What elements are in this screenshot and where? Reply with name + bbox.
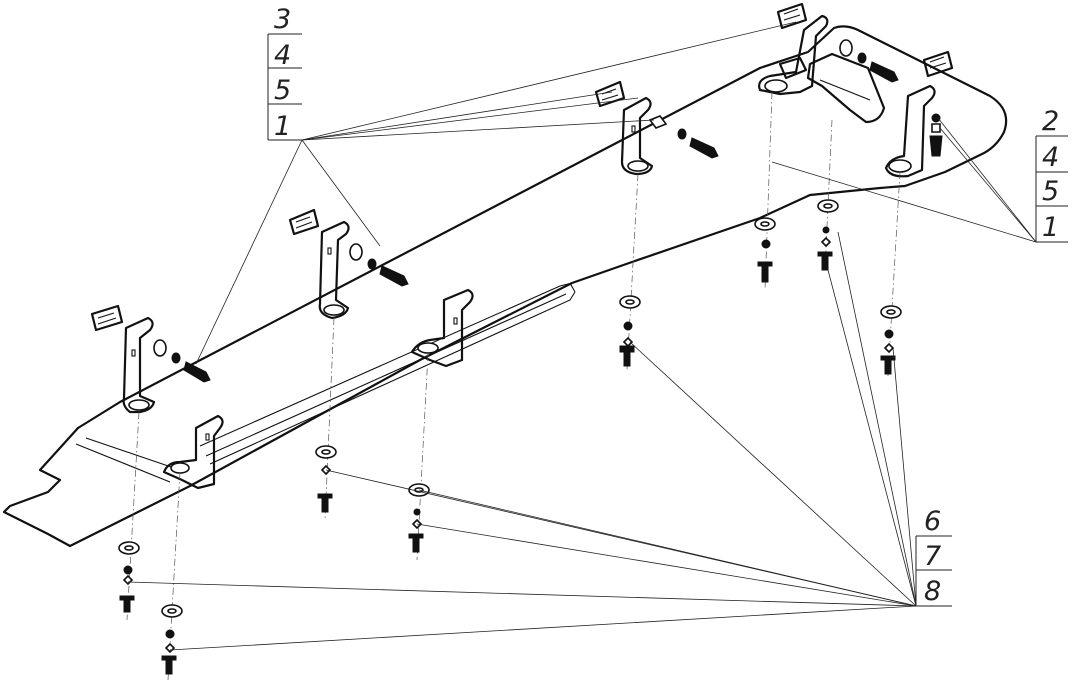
- bolt-set-4: [839, 39, 899, 83]
- callout-label: 4: [274, 40, 291, 71]
- callout-label: 5: [1042, 176, 1059, 207]
- bracket-left-rear: [122, 316, 156, 414]
- bracket-mid-front: [410, 288, 474, 368]
- callout-label: 1: [274, 111, 291, 142]
- callout-label: 8: [924, 576, 941, 607]
- callout-label: 3: [274, 4, 291, 35]
- bracket-top-right-2: [806, 52, 886, 124]
- leader-lines-bottom: [127, 231, 917, 651]
- callout-label: 1: [1042, 212, 1059, 243]
- bracket-left-front: [162, 414, 224, 490]
- bolt-set-1: [153, 339, 211, 383]
- skid-plate: [2, 25, 1008, 548]
- fastener-stack-8: [880, 305, 902, 375]
- clip-plate-5: [922, 50, 954, 78]
- callout-label: 7: [924, 541, 941, 572]
- callout-label: 4: [1042, 142, 1059, 173]
- callout-stack-left: 3 4 5 1: [267, 4, 302, 142]
- clip-plate-2: [288, 208, 320, 236]
- assembly-axes: [126, 91, 901, 681]
- callout-label: 2: [1042, 106, 1059, 137]
- clip-plate-4: [776, 2, 808, 30]
- bracket-top-right-3: [884, 84, 936, 178]
- callout-label: 6: [924, 506, 941, 537]
- bolt-set-2: [349, 243, 409, 287]
- fastener-stack-1: [118, 541, 140, 613]
- fastener-stack-3: [315, 445, 337, 513]
- clip-plate-1: [90, 304, 124, 332]
- leader-lines-right: [771, 117, 1037, 243]
- callout-stack-right: 2 4 5 1: [1035, 106, 1068, 243]
- fastener-stack-6: [754, 217, 776, 283]
- callout-label: 5: [274, 75, 291, 106]
- bracket-top-right-1: [758, 14, 829, 96]
- bolt-set-3: [648, 115, 719, 159]
- fastener-stack-7: [817, 199, 839, 271]
- bracket-center: [620, 96, 654, 176]
- fastener-stack-2: [161, 604, 183, 675]
- bracket-mid-rear: [318, 220, 350, 320]
- bolt-set-5: [929, 113, 943, 157]
- leader-lines-top-left: [195, 21, 797, 365]
- callout-stack-bottom: 6 7 8: [915, 506, 952, 607]
- fastener-stack-5: [619, 295, 641, 367]
